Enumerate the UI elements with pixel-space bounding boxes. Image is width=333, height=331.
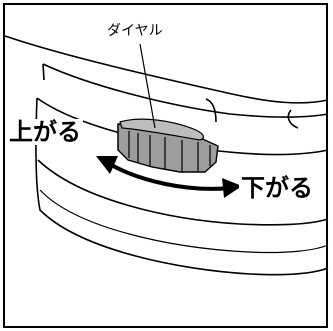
upper-body-edge <box>4 35 329 104</box>
base-inner-rim <box>37 159 329 226</box>
raise-direction-label: 上がる <box>7 118 83 146</box>
pillar-right <box>287 109 299 129</box>
upper-body <box>5 5 328 103</box>
housing-band-top <box>42 63 329 118</box>
base-bottom-curve <box>39 189 329 254</box>
double-headed-curved-arrow-icon <box>96 156 242 198</box>
height-adjust-dial-icon <box>117 118 219 173</box>
dial-label: ダイヤル <box>107 23 163 39</box>
base-outer <box>35 97 329 276</box>
pillar-left <box>205 98 217 123</box>
lower-direction-label: 下がる <box>239 174 315 202</box>
dial-leader-line <box>139 43 156 129</box>
housing-left-edge <box>42 63 45 81</box>
